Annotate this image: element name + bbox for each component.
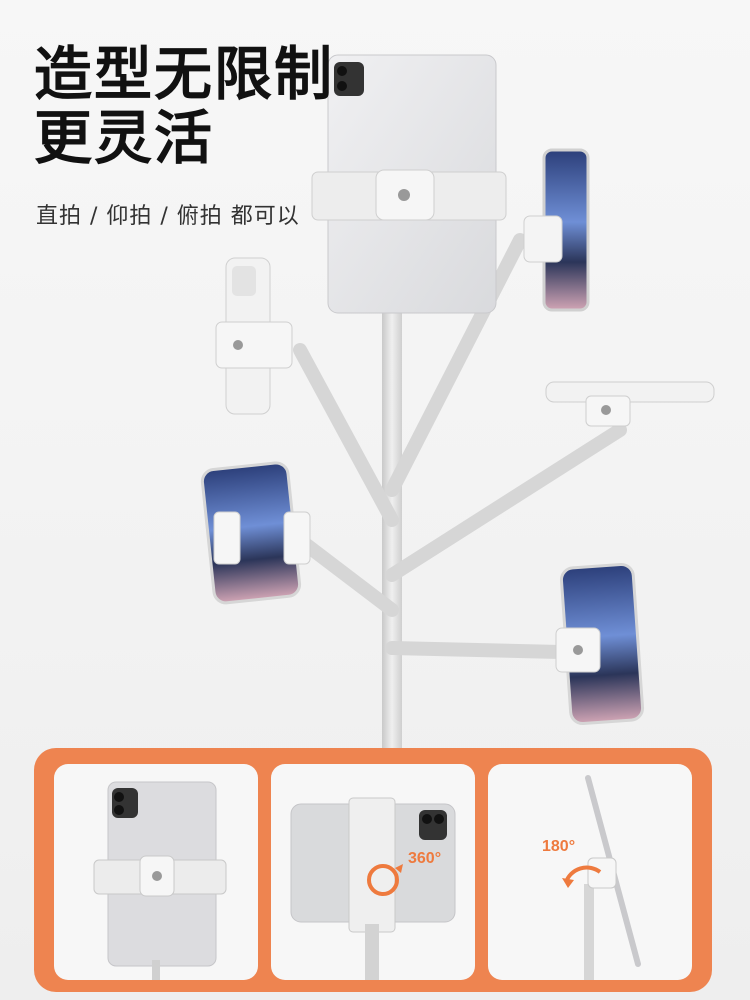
phone-flat-right [545, 381, 715, 427]
arms [293, 233, 627, 659]
subline: 直拍 / 仰拍 / 俯拍 都可以 [36, 204, 300, 229]
card-tablet-vertical [54, 764, 258, 980]
tablet-top [311, 54, 507, 314]
headline-line-1: 造型无限制 [34, 40, 335, 108]
phone-left-middle [200, 461, 311, 605]
rotation-360-label: 360° [408, 850, 442, 867]
phone-left-top [215, 257, 293, 415]
headline-line-2: 更灵活 [34, 104, 215, 172]
feature-panel: 360° 180° [34, 748, 712, 992]
phone-top-right [523, 148, 590, 312]
card-tablet-tilt: 180° [488, 764, 692, 980]
tilt-180-label: 180° [542, 838, 576, 855]
card-tablet-rotate: 360° [271, 764, 475, 980]
headline: 造型无限制 更灵活 [34, 42, 334, 170]
center-pole [382, 180, 402, 760]
tablet-vertical-illustration [93, 781, 227, 980]
stand-illustration [200, 54, 715, 760]
tablet-rotate-illustration [290, 797, 456, 980]
phone-bottom-right [555, 562, 645, 726]
tablet-tilt-illustration [562, 775, 641, 980]
